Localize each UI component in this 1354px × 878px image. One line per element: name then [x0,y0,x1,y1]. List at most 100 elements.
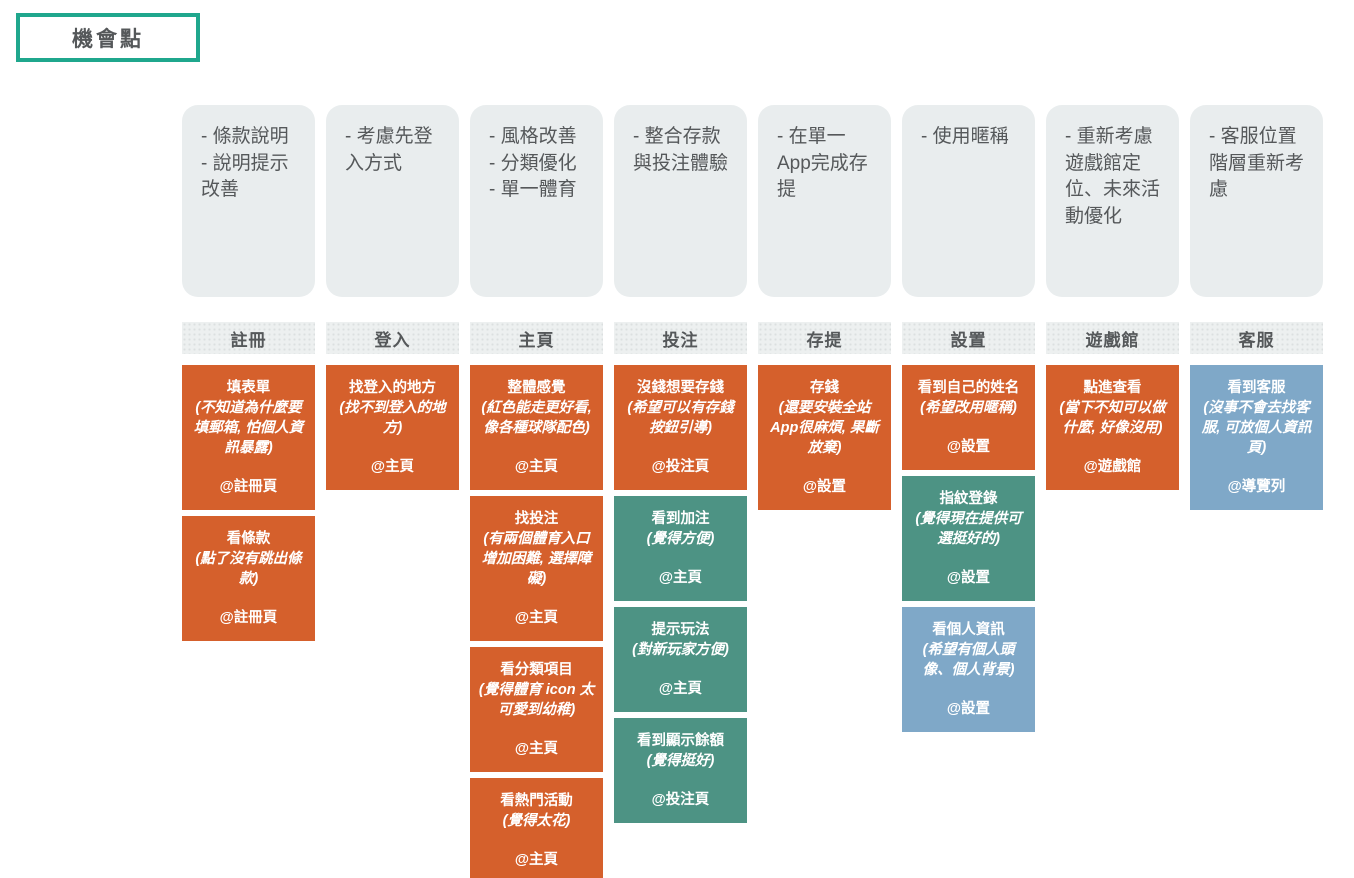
column-header: 客服 [1190,322,1323,354]
note-card-location: @投注頁 [651,792,710,808]
cards-stack: 看到客服(沒事不會去找客服, 可放個人資訊頁)@導覽列 [1190,365,1323,510]
journey-column-4: - 整合存款與投注體驗投注沒錢想要存錢(希望可以有存錢按鈕引導)@投注頁看到加注… [614,105,747,878]
note-card: 找登入的地方(找不到登入的地方)@主頁 [326,365,459,490]
opportunity-item: - 重新考慮遊戲館定位、未來活動優化 [1065,126,1161,227]
journey-columns-container: - 條款說明- 說明提示改善註冊填表單(不知道為什麼要填郵箱, 怕個人資訊暴露)… [182,105,1323,878]
note-card-note: (覺得現在提供可選挺好的) [915,511,1022,547]
note-card-title: 看到加注 [651,511,710,527]
note-card-note: (希望可以有存錢按鈕引導) [627,400,734,436]
column-header: 投注 [614,322,747,354]
cards-stack: 找登入的地方(找不到登入的地方)@主頁 [326,365,459,490]
note-card-title: 看條款 [226,531,271,547]
note-card-location: @設置 [946,570,991,586]
note-card: 看到加注 (覺得方便) @主頁 [614,496,747,601]
note-card-note: (當下不知可以做什麼, 好像沒用) [1059,400,1166,436]
opportunity-box: - 使用暱稱 [902,105,1035,297]
note-card: 提示玩法 (對新玩家方便) @主頁 [614,607,747,712]
note-card-title: 點進查看 [1083,380,1142,396]
note-card-title: 看到自己的姓名 [917,380,1020,396]
opportunity-item: - 整合存款與投注體驗 [633,126,729,174]
note-card-location: @註冊頁 [219,610,278,626]
note-card-title: 提示玩法 [651,622,710,638]
journey-column-1: - 條款說明- 說明提示改善註冊填表單(不知道為什麼要填郵箱, 怕個人資訊暴露)… [182,105,315,878]
cards-stack: 填表單(不知道為什麼要填郵箱, 怕個人資訊暴露)@註冊頁看條款(點了沒有跳出條款… [182,365,315,641]
cards-stack: 點進查看 (當下不知可以做什麼, 好像沒用) @遊戲館 [1046,365,1179,490]
note-card-note: (覺得挺好) [646,753,715,769]
note-card-title: 看個人資訊 [932,622,1005,638]
journey-column-6: - 使用暱稱設置看到自己的姓名(希望改用暱稱)@設置指紋登錄 (覺得現在提供可選挺… [902,105,1035,878]
note-card: 指紋登錄 (覺得現在提供可選挺好的) @設置 [902,476,1035,601]
note-card-note: (覺得太花) [502,813,571,829]
opportunity-box: - 風格改善- 分類優化- 單一體育 [470,105,603,297]
note-card-location: @主頁 [658,570,703,586]
note-card: 看條款(點了沒有跳出條款)@註冊頁 [182,516,315,641]
note-card: 整體感覺(紅色能走更好看, 像各種球隊配色)@主頁 [470,365,603,490]
note-card-note: (沒事不會去找客服, 可放個人資訊頁) [1201,400,1312,456]
note-card-location: @設置 [946,439,991,455]
note-card-location: @設置 [802,479,847,495]
column-header: 設置 [902,322,1035,354]
opportunity-item: - 使用暱稱 [921,126,1009,147]
note-card-note: (對新玩家方便) [632,642,729,658]
note-card-location: @主頁 [514,852,559,868]
note-card-title: 看分類項目 [500,662,573,678]
note-card: 看到自己的姓名(希望改用暱稱)@設置 [902,365,1035,470]
note-card: 沒錢想要存錢 (希望可以有存錢按鈕引導) @投注頁 [614,365,747,490]
note-card-location: @主頁 [514,610,559,626]
note-card-title: 看到客服 [1227,380,1286,396]
note-card: 看熱門活動 (覺得太花) @主頁 [470,778,603,878]
note-card-location: @投注頁 [651,459,710,475]
journey-column-8: - 客服位置階層重新考慮客服看到客服(沒事不會去找客服, 可放個人資訊頁)@導覽… [1190,105,1323,878]
note-card-note: (找不到登入的地方) [339,400,446,436]
cards-stack: 看到自己的姓名(希望改用暱稱)@設置指紋登錄 (覺得現在提供可選挺好的) @設置看個… [902,365,1035,732]
note-card-note: (不知道為什麼要填郵箱, 怕個人資訊暴露) [193,400,304,456]
note-card-location: @主頁 [370,459,415,475]
column-header: 主頁 [470,322,603,354]
note-card-title: 沒錢想要存錢 [637,380,724,396]
note-card-note: (有兩個體育入口增加困難, 選擇障礙) [481,531,592,587]
note-card: 看到顯示餘額(覺得挺好)@投注頁 [614,718,747,823]
opportunity-item: - 分類優化 [489,152,577,174]
opportunity-box: - 條款說明 - 說明提示改善 [182,105,315,297]
note-card-title: 整體感覺 [507,380,566,396]
opportunity-item: - 在單一App完成存提 [777,126,868,201]
opportunity-item: - 條款說明 [201,126,289,147]
note-card-location: @註冊頁 [219,479,278,495]
note-card-location: @遊戲館 [1083,459,1142,475]
note-card: 存錢 (還要安裝全站App很麻煩, 果斷放棄) @設置 [758,365,891,510]
column-header: 存提 [758,322,891,354]
journey-column-5: - 在單一App完成存提存提存錢 (還要安裝全站App很麻煩, 果斷放棄) @設置 [758,105,891,878]
opportunity-box: - 在單一App完成存提 [758,105,891,297]
note-card-title: 看熱門活動 [500,793,573,809]
note-card-note: (覺得體育 icon 太可愛到幼稚) [478,682,595,718]
note-card-location: @主頁 [514,741,559,757]
opportunity-item: - 客服位置階層重新考慮 [1209,126,1305,201]
note-card: 填表單(不知道為什麼要填郵箱, 怕個人資訊暴露)@註冊頁 [182,365,315,510]
note-card-title: 存錢 [810,380,839,396]
journey-column-3: - 風格改善- 分類優化- 單一體育主頁整體感覺(紅色能走更好看, 像各種球隊配… [470,105,603,878]
cards-stack: 存錢 (還要安裝全站App很麻煩, 果斷放棄) @設置 [758,365,891,510]
cards-stack: 整體感覺 (紅色能走更好看, 像各種球隊配色) @主頁 找投注 (有兩個體育入口增加困難… [470,365,603,878]
note-card-location: @主頁 [658,681,703,697]
opportunity-box: - 重新考慮遊戲館定位、未來活動優化 [1046,105,1179,297]
note-card: 看分類項目 (覺得體育 icon 太可愛到幼稚) @主頁 [470,647,603,772]
page-title-label: 機會點 [72,27,144,51]
note-card: 看到客服(沒事不會去找客服, 可放個人資訊頁)@導覽列 [1190,365,1323,510]
cards-stack: 沒錢想要存錢(希望可以有存錢按鈕引導)@投注頁看到加注(覺得方便)@主頁提示玩法… [614,365,747,823]
note-card-note: (覺得方便) [646,531,715,547]
column-header: 遊戲館 [1046,322,1179,354]
column-header: 登入 [326,322,459,354]
opportunity-box: - 考慮先登入方式 [326,105,459,297]
note-card-note: (紅色能走更好看, 像各種球隊配色) [481,400,592,436]
note-card: 點進查看 (當下不知可以做什麼, 好像沒用) @遊戲館 [1046,365,1179,490]
opportunity-item: - 說明提示改善 [201,152,289,201]
opportunity-box: - 客服位置階層重新考慮 [1190,105,1323,297]
note-card-title: 找投注 [514,511,559,527]
note-card-note: (還要安裝全站App很麻煩, 果斷放棄) [770,400,879,456]
opportunity-item: - 單一體育 [489,179,577,201]
note-card-title: 指紋登錄 [939,491,998,507]
journey-column-7: - 重新考慮遊戲館定位、未來活動優化遊戲館點進查看 (當下不知可以做什麼, 好像沒… [1046,105,1179,878]
note-card: 找投注 (有兩個體育入口增加困難, 選擇障礙) @主頁 [470,496,603,641]
journey-column-2: - 考慮先登入方式登入找登入的地方(找不到登入的地方)@主頁 [326,105,459,878]
